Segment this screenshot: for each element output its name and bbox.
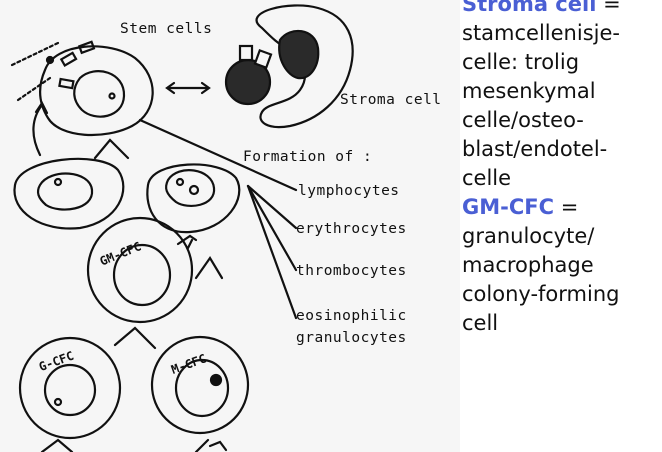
stroma-equals: = (596, 0, 620, 16)
stroma-cell-label: Stroma cell (340, 92, 442, 108)
lymphocytes-label: lymphocytes (298, 183, 400, 199)
stroma-cell-term: Stroma cell (462, 0, 596, 16)
stroma-def-line: celle (462, 164, 662, 193)
gm-cfc-def-line: colony-forming (462, 280, 662, 309)
gm-cfc-def-line: cell (462, 309, 662, 338)
gm-cfc-def-line: macrophage (462, 251, 662, 280)
m-cfc-cell (152, 337, 248, 433)
stroma-cell (226, 5, 353, 127)
stroma-term-line: Stroma cell = (462, 0, 662, 19)
gm-cfc-equals: = (554, 195, 578, 219)
eosinophilic-label: eosinophilic (296, 308, 407, 324)
m-cfc-label: M-CFC (169, 351, 208, 377)
gm-cfc-term: GM-CFC (462, 195, 554, 219)
gm-cfc-def-line: granulocyte/ (462, 222, 662, 251)
erythrocytes-label: erythrocytes (296, 221, 407, 237)
gm-cfc-definition: GM-CFC = granulocyte/ macrophage colony-… (462, 193, 662, 338)
stem-cells-label: Stem cells (120, 21, 212, 37)
stroma-cell-definition: Stroma cell = stamcellenisje- celle: tro… (462, 0, 662, 193)
progenitor-cell-left (14, 159, 123, 229)
formation-of-label: Formation of : (243, 149, 372, 165)
gm-cfc-term-line: GM-CFC = (462, 193, 662, 222)
gm-cfc-label: GM-CFC (98, 239, 143, 268)
stroma-def-line: stamcellenisje- (462, 19, 662, 48)
thrombocytes-label: thrombocytes (296, 263, 407, 279)
self-renewal-arrow (33, 105, 42, 155)
stroma-def-line: celle/osteo- (462, 106, 662, 135)
granulocytes-label: granulocytes (296, 330, 407, 346)
stroma-def-line: mesenkymal (462, 77, 662, 106)
interaction-double-arrow (167, 83, 209, 93)
stem-cell (40, 46, 153, 135)
receptor-icons (12, 42, 94, 100)
stroma-def-line: celle: trolig (462, 48, 662, 77)
definitions-panel: Stroma cell = stamcellenisje- celle: tro… (462, 0, 662, 338)
gm-cfc-cell (88, 218, 192, 322)
hematopoiesis-diagram: GM-CFC G-CFC M-CFC Stem cells Stroma cel… (0, 0, 460, 452)
stroma-def-line: blast/endotel- (462, 135, 662, 164)
